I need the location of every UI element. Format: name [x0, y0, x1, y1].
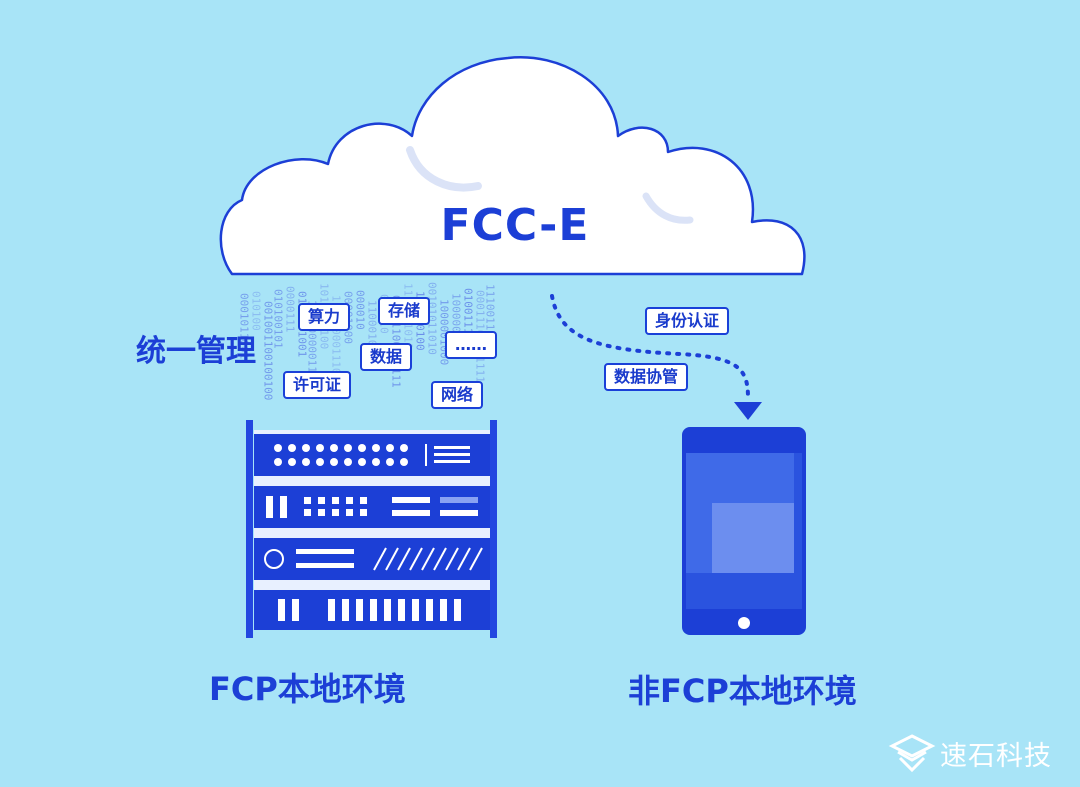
data-flow-arrow: [550, 294, 762, 420]
tag-ellipsis: ……: [445, 331, 497, 359]
svg-text:010100101: 010100101: [272, 289, 285, 349]
indicator-dots: [274, 444, 408, 466]
drive-bays: [304, 497, 367, 516]
vent-slashes: [373, 547, 483, 571]
server-unit-2: [254, 486, 490, 528]
mobile-device: [682, 427, 806, 635]
tag-data: 数据: [360, 343, 413, 371]
server-unit-3: [254, 538, 490, 580]
cloud-title: FCC-E: [440, 200, 590, 251]
unified-management-heading: 统一管理: [136, 334, 256, 369]
drive-slots: [278, 599, 461, 621]
non-fcp-local-caption: 非FCP本地环境: [628, 672, 857, 710]
svg-text:010100: 010100: [250, 291, 263, 331]
svg-text:000010: 000010: [354, 290, 367, 330]
watermark-text: 速石科技: [940, 741, 1052, 772]
svg-text:001001100100100: 001001100100100: [262, 301, 275, 400]
svg-text:0001011001: 0001011001: [238, 293, 251, 359]
tag-network: 网络: [431, 381, 484, 409]
tag-compute: 算力: [298, 303, 351, 331]
tag-license: 许可证: [283, 371, 352, 399]
tag-identity: 身份认证: [645, 307, 730, 335]
fcp-local-caption: FCP本地环境: [209, 670, 406, 708]
tag-storage: 存储: [378, 297, 431, 325]
server-rack: [246, 420, 497, 638]
tag-data-hosting: 数据协管: [604, 363, 689, 391]
cloud-shape: [219, 56, 806, 276]
svg-text:01001110: 01001110: [462, 288, 475, 341]
svg-text:0000111: 0000111: [284, 286, 297, 332]
company-logo-icon: [888, 734, 936, 773]
